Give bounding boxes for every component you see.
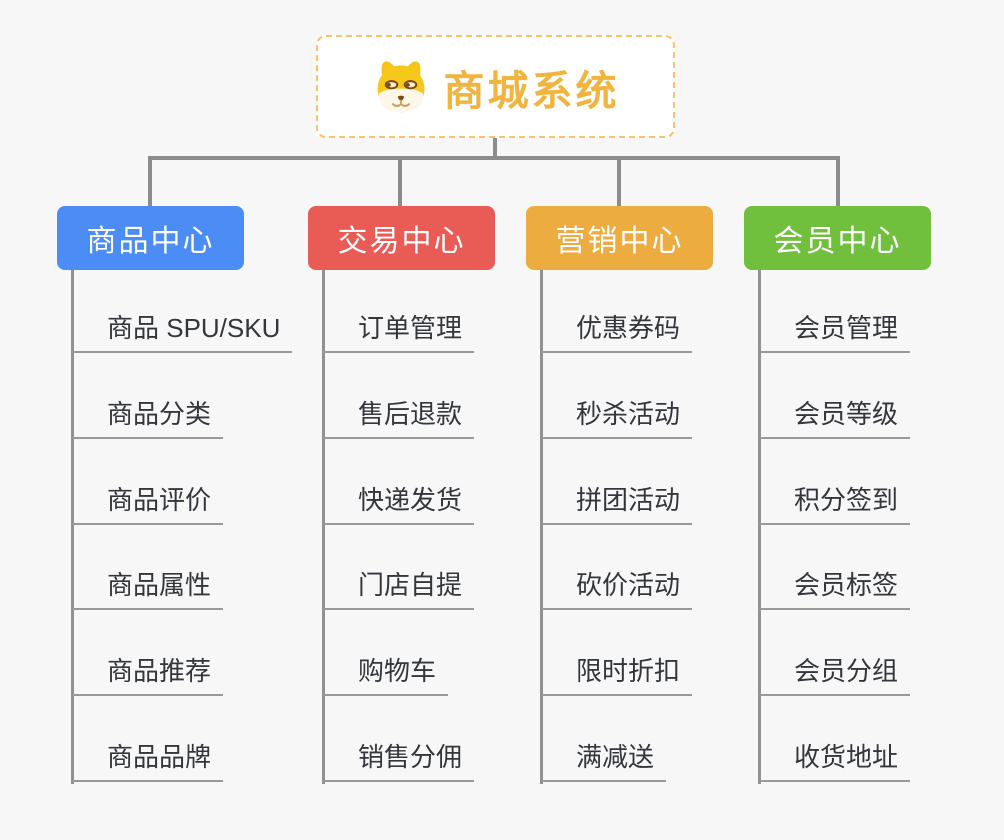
root-node-mall-system[interactable]: 商城系统 [316,35,675,138]
leaf-item-product-spu-sku[interactable]: 商品 SPU/SKU [72,308,293,353]
leaf-item-express-shipping[interactable]: 快递发货 [323,480,475,525]
leaf-item-member-management[interactable]: 会员管理 [759,308,911,353]
leaf-item-order-management[interactable]: 订单管理 [323,308,475,353]
branch-column-trade: 交易中心 订单管理 售后退款 快递发货 门店自提 购物车 销售分佣 [308,206,558,784]
connector-drop-trade [398,160,402,206]
connector-drop-member [836,160,840,206]
leaf-item-sales-commission[interactable]: 销售分佣 [323,737,475,782]
leaf-item-product-recommend[interactable]: 商品推荐 [72,651,224,697]
leaf-item-after-sale-refund[interactable]: 售后退款 [323,394,475,439]
leaf-item-group-buy[interactable]: 拼团活动 [541,480,693,525]
leaf-item-shopping-cart[interactable]: 购物车 [323,651,449,697]
leaf-item-member-tag[interactable]: 会员标签 [759,565,911,611]
leaf-item-full-reduction[interactable]: 满减送 [541,737,667,782]
leaf-item-store-pickup[interactable]: 门店自提 [323,565,475,611]
leaf-item-member-level[interactable]: 会员等级 [759,394,911,439]
branch-node-trade-center[interactable]: 交易中心 [308,206,495,270]
shiba-dog-icon [377,60,424,112]
branch-column-product: 商品中心 商品 SPU/SKU 商品分类 商品评价 商品属性 商品推荐 商品品牌 [57,206,307,784]
leaf-item-product-review[interactable]: 商品评价 [72,480,224,525]
leaf-item-product-category[interactable]: 商品分类 [72,394,224,439]
trunk-line-member [758,270,761,784]
leaf-item-shipping-address[interactable]: 收货地址 [759,737,911,782]
branch-node-marketing-center[interactable]: 营销中心 [526,206,713,270]
trunk-line-product [71,270,74,784]
leaf-item-coupon-code[interactable]: 优惠券码 [541,308,693,353]
trunk-line-trade [322,270,325,784]
leaf-item-bargain-activity[interactable]: 砍价活动 [541,565,693,611]
branch-node-member-center[interactable]: 会员中心 [744,206,931,270]
leaf-item-product-brand[interactable]: 商品品牌 [72,737,224,782]
connector-root-vertical [493,138,497,156]
leaf-item-time-limited-discount[interactable]: 限时折扣 [541,651,693,697]
branch-node-product-center[interactable]: 商品中心 [57,206,244,270]
leaf-item-member-group[interactable]: 会员分组 [759,651,911,697]
leaf-item-points-checkin[interactable]: 积分签到 [759,480,911,525]
root-title: 商城系统 [443,67,620,114]
leaf-item-flash-sale[interactable]: 秒杀活动 [541,394,693,439]
branch-column-member: 会员中心 会员管理 会员等级 积分签到 会员标签 会员分组 收货地址 [744,206,994,784]
connector-drop-marketing [617,160,621,206]
branch-column-marketing: 营销中心 优惠券码 秒杀活动 拼团活动 砍价活动 限时折扣 满减送 [526,206,776,784]
leaf-item-product-attribute[interactable]: 商品属性 [72,565,224,611]
connector-horizontal-rail [148,156,840,160]
connector-drop-product [148,160,152,206]
trunk-line-marketing [540,270,543,784]
